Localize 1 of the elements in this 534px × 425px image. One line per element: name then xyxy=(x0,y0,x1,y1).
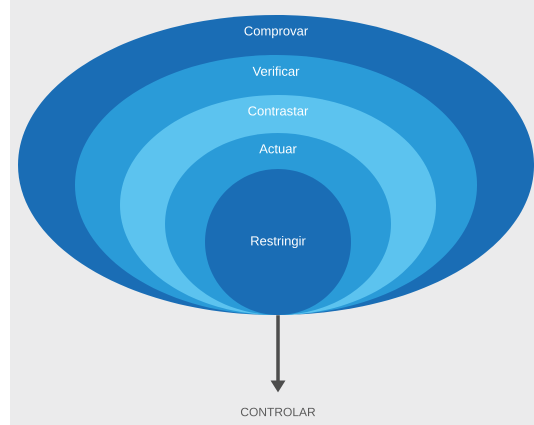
label-text: CONTROLAR xyxy=(240,408,316,416)
